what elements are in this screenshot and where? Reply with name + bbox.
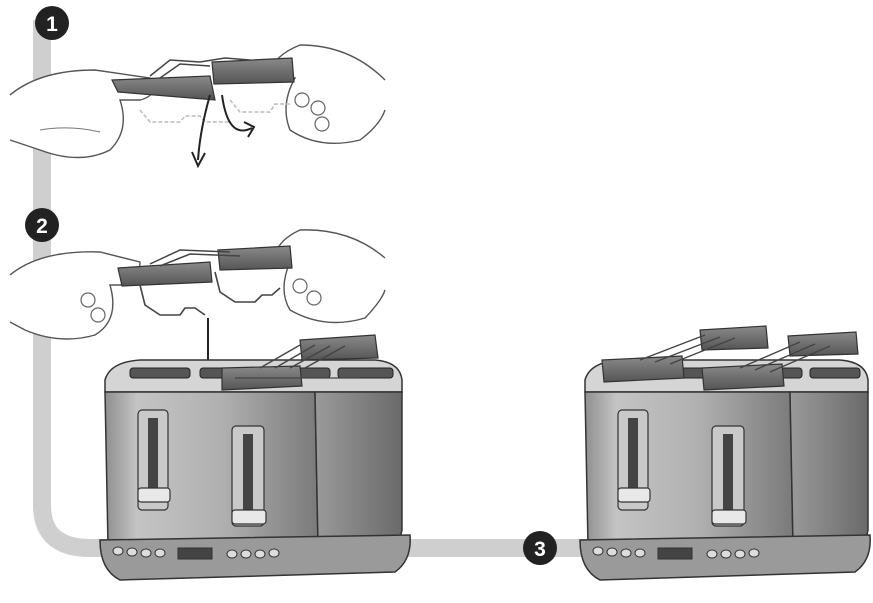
toaster-icon <box>579 325 871 581</box>
hand-icon <box>9 251 141 340</box>
step-1-badge: 1 <box>35 6 69 40</box>
step-2-illustration <box>9 229 386 378</box>
step-3-badge: 3 <box>523 531 557 565</box>
step-2-number: 2 <box>36 215 48 238</box>
step-3-number: 3 <box>534 538 546 561</box>
warming-rack-icon <box>701 331 859 391</box>
flow-connector-icon <box>33 20 600 557</box>
toaster-icon <box>99 334 411 581</box>
step-2-badge: 2 <box>25 208 59 242</box>
step-1-illustration <box>9 44 386 169</box>
warming-rack-icon <box>221 334 379 391</box>
warming-rack-icon <box>601 325 769 383</box>
warming-rack-icon <box>117 245 293 316</box>
hand-icon <box>274 229 386 324</box>
warming-rack-icon <box>111 57 295 123</box>
arrow-down-icon <box>197 94 211 161</box>
step-1-number: 1 <box>46 13 58 36</box>
hand-icon <box>269 44 386 145</box>
arrow-curve-icon <box>221 94 253 132</box>
